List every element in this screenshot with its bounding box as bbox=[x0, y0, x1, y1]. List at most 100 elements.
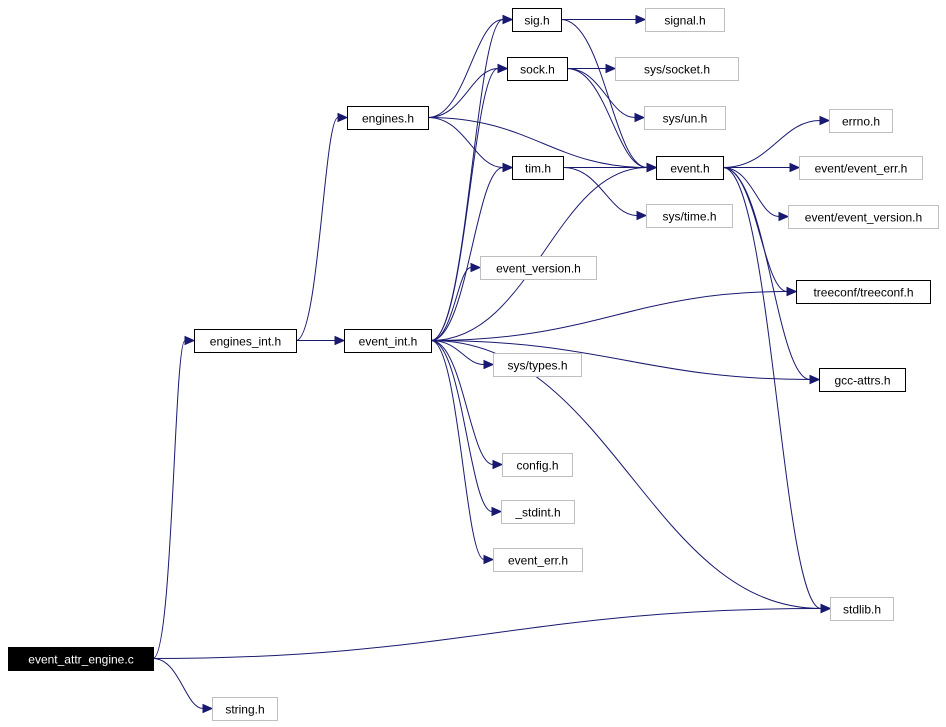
arrowhead-event_h-to-event_event_version_h bbox=[778, 211, 790, 222]
node-box[interactable] bbox=[8, 647, 154, 671]
node-label: _stdint.h bbox=[514, 506, 560, 520]
node-box[interactable] bbox=[799, 156, 923, 180]
node-sig-h[interactable]: sig.h bbox=[512, 8, 562, 32]
node-box[interactable] bbox=[788, 205, 939, 229]
arrowhead-engines_int_h-to-engines_h bbox=[337, 112, 349, 123]
node-event-err-h[interactable]: event_err.h bbox=[493, 548, 583, 572]
node-tim-h[interactable]: tim.h bbox=[512, 156, 564, 180]
edge-tim_h-to-sys_time_h bbox=[562, 167, 638, 216]
edge-event_h-to-stdlib_h bbox=[722, 167, 822, 609]
node-event-version-h[interactable]: event_version.h bbox=[480, 256, 597, 280]
node-label: event.h bbox=[670, 162, 709, 176]
node-box[interactable] bbox=[830, 597, 894, 621]
edge-event_int_h-to-stdlib_h bbox=[430, 340, 822, 609]
node--stdint-h[interactable]: _stdint.h bbox=[501, 500, 575, 524]
node-event-event-version-h[interactable]: event/event_version.h bbox=[788, 205, 939, 229]
node-label: event/event_err.h bbox=[815, 162, 908, 176]
arrowhead-event_int_h-to-gcc_attrs_h bbox=[809, 374, 821, 385]
node-label: sig.h bbox=[524, 14, 549, 28]
node-signal-h[interactable]: signal.h bbox=[645, 8, 725, 32]
node-engines-int-h[interactable]: engines_int.h bbox=[194, 329, 297, 353]
node-label: stdlib.h bbox=[843, 603, 881, 617]
node-label: event_int.h bbox=[359, 335, 418, 349]
node-config-h[interactable]: config.h bbox=[502, 453, 573, 477]
edge-event_h-to-event_event_version_h bbox=[722, 167, 780, 217]
node-event-event-err-h[interactable]: event/event_err.h bbox=[799, 156, 923, 180]
node-box[interactable] bbox=[656, 156, 724, 180]
node-box[interactable] bbox=[645, 8, 725, 32]
node-label: sock.h bbox=[520, 63, 555, 77]
arrowhead-event_int_h-to-sys_types_h bbox=[483, 359, 495, 370]
edge-sock_h-to-sys_un_h bbox=[566, 68, 636, 118]
node-box[interactable] bbox=[512, 8, 562, 32]
node-label: signal.h bbox=[664, 14, 705, 28]
edge-event_int_h-to-treeconf_treeconf_h bbox=[430, 291, 788, 341]
arrowhead-event_int_h-to-tim_h bbox=[502, 162, 514, 173]
node-label: event_version.h bbox=[496, 262, 581, 276]
edge-event_int_h-to-sock_h bbox=[430, 68, 499, 341]
arrowhead-event_h-to-errno_h bbox=[819, 115, 831, 126]
node-box[interactable] bbox=[493, 548, 583, 572]
edge-event_int_h-to-_stdint_h bbox=[430, 340, 493, 512]
node-event-int-h[interactable]: event_int.h bbox=[344, 329, 432, 353]
edge-event_int_h-to-gcc_attrs_h bbox=[430, 340, 811, 380]
arrowhead-event_attr_engine_c-to-engines_int_h bbox=[184, 335, 196, 346]
node-label: engines_int.h bbox=[210, 335, 281, 349]
edge-engines_h-to-sig_h bbox=[427, 19, 504, 118]
node-box[interactable] bbox=[502, 453, 573, 477]
arrowhead-sock_h-to-sys_socket_h bbox=[605, 63, 617, 74]
edge-event_int_h-to-tim_h bbox=[430, 167, 504, 341]
edge-event_attr_engine_c-to-string_h bbox=[152, 658, 204, 709]
node-box[interactable] bbox=[819, 368, 906, 392]
node-box[interactable] bbox=[347, 106, 429, 130]
edge-event_int_h-to-sys_types_h bbox=[430, 340, 485, 365]
node-box[interactable] bbox=[646, 204, 733, 228]
node-label: errno.h bbox=[842, 115, 880, 129]
node-treeconf-treeconf-h[interactable]: treeconf/treeconf.h bbox=[796, 280, 931, 304]
node-sys-time-h[interactable]: sys/time.h bbox=[646, 204, 733, 228]
edge-engines_int_h-to-engines_h bbox=[295, 117, 339, 341]
node-sys-un-h[interactable]: sys/un.h bbox=[644, 106, 726, 130]
edge-event_int_h-to-sig_h bbox=[430, 19, 504, 341]
edge-sock_h-to-event_h bbox=[566, 68, 648, 168]
arrowhead-event_int_h-to-_stdint_h bbox=[491, 506, 503, 517]
node-box[interactable] bbox=[194, 329, 297, 353]
edge-event_h-to-gcc_attrs_h bbox=[722, 167, 811, 380]
node-sys-types-h[interactable]: sys/types.h bbox=[493, 353, 582, 377]
node-label: event_err.h bbox=[508, 554, 568, 568]
edge-event_attr_engine_c-to-stdlib_h bbox=[152, 608, 822, 659]
edge-engines_h-to-sock_h bbox=[427, 68, 499, 118]
node-event-h[interactable]: event.h bbox=[656, 156, 724, 180]
node-label: sys/un.h bbox=[663, 112, 708, 126]
node-box[interactable] bbox=[644, 106, 726, 130]
edge-event_int_h-to-config_h bbox=[430, 340, 494, 465]
node-label: event/event_version.h bbox=[805, 211, 922, 225]
node-box[interactable] bbox=[493, 353, 582, 377]
node-label: gcc-attrs.h bbox=[834, 374, 890, 388]
node-box[interactable] bbox=[507, 57, 568, 81]
node-stdlib-h[interactable]: stdlib.h bbox=[830, 597, 894, 621]
node-box[interactable] bbox=[615, 57, 739, 81]
edge-event_int_h-to-event_h bbox=[430, 167, 648, 341]
node-box[interactable] bbox=[796, 280, 931, 304]
node-engines-h[interactable]: engines.h bbox=[347, 106, 429, 130]
arrowhead-event_int_h-to-sock_h bbox=[497, 63, 509, 74]
node-string-h[interactable]: string.h bbox=[212, 697, 278, 721]
node-box[interactable] bbox=[344, 329, 432, 353]
node-gcc-attrs-h[interactable]: gcc-attrs.h bbox=[819, 368, 906, 392]
arrowhead-event_int_h-to-stdlib_h bbox=[820, 603, 832, 614]
node-label: event_attr_engine.c bbox=[28, 653, 133, 667]
node-box[interactable] bbox=[480, 256, 597, 280]
node-label: string.h bbox=[225, 703, 264, 717]
node-box[interactable] bbox=[501, 500, 575, 524]
node-sock-h[interactable]: sock.h bbox=[507, 57, 568, 81]
arrowhead-event_int_h-to-config_h bbox=[492, 459, 504, 470]
node-box[interactable] bbox=[512, 156, 564, 180]
node-box[interactable] bbox=[212, 697, 278, 721]
arrowhead-event_attr_engine_c-to-string_h bbox=[202, 703, 214, 714]
node-sys-socket-h[interactable]: sys/socket.h bbox=[615, 57, 739, 81]
node-event-attr-engine-c[interactable]: event_attr_engine.c bbox=[8, 647, 154, 671]
node-box[interactable] bbox=[829, 109, 893, 133]
node-errno-h[interactable]: errno.h bbox=[829, 109, 893, 133]
node-label: sys/types.h bbox=[507, 359, 567, 373]
